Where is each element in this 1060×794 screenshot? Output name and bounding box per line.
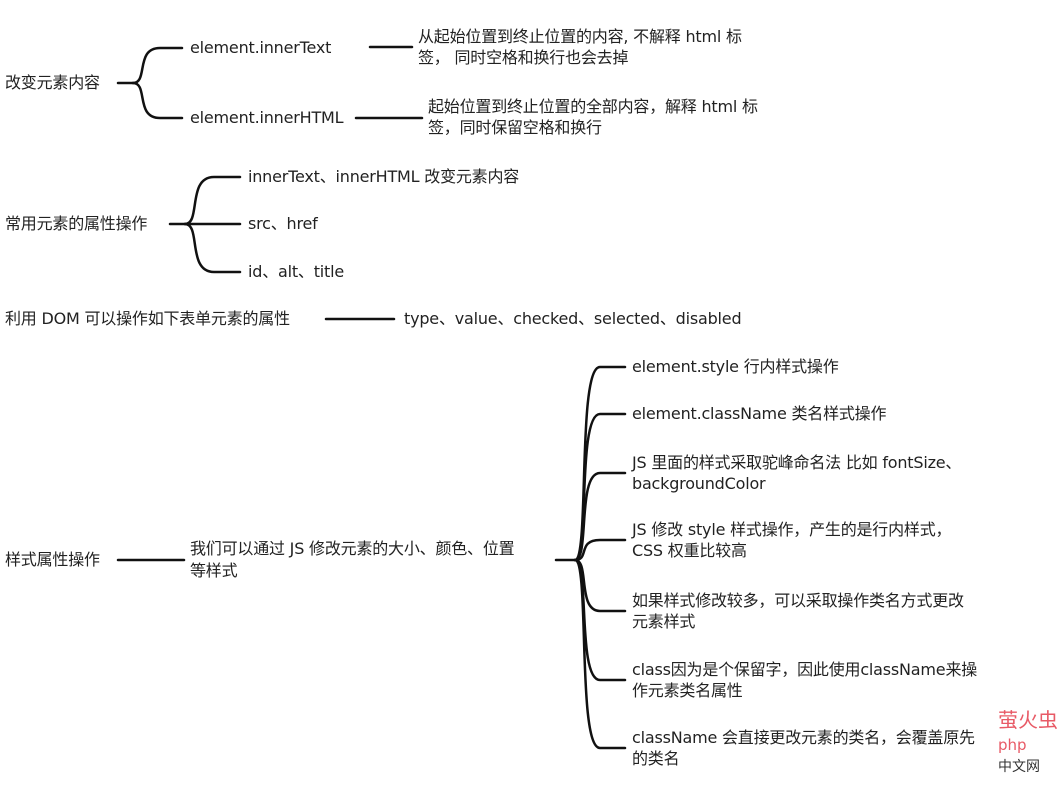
leaf-node: 起始位置到终止位置的全部内容，解释 html 标 (428, 97, 758, 116)
child-node: src、href (248, 214, 318, 233)
leaf-node: element.className 类名样式操作 (632, 404, 887, 423)
leaf-node: JS 里面的样式采取驼峰命名法 比如 fontSize、 (632, 453, 962, 472)
branch-line (183, 175, 242, 226)
root-node: 利用 DOM 可以操作如下表单元素的属性 (5, 309, 290, 328)
branch-line (131, 81, 184, 120)
child-node: element.innerHTML (190, 108, 344, 127)
leaf-node: 的类名 (632, 749, 680, 768)
leaf-node: CSS 权重比较高 (632, 541, 747, 560)
watermark-php: php (998, 736, 1027, 754)
watermark-site: 中文网 (998, 759, 1040, 775)
child-node: innerText、innerHTML 改变元素内容 (248, 167, 520, 186)
leaf-node: JS 修改 style 样式操作，产生的是行内样式， (632, 520, 952, 539)
root-node: 样式属性操作 (5, 550, 100, 569)
leaf-node: 作元素类名属性 (632, 681, 743, 700)
leaf-node: className 会直接更改元素的类名，会覆盖原先 (632, 728, 975, 747)
branch-line (131, 46, 184, 85)
child-node: element.innerText (190, 38, 332, 57)
leaf-node: 元素样式 (632, 612, 696, 631)
leaf-node: class因为是个保留字，因此使用className来操 (632, 660, 978, 679)
branch-line (573, 558, 627, 750)
leaf-node: 签， 同时空格和换行也会去掉 (418, 48, 629, 67)
child-node: id、alt、title (248, 262, 345, 281)
branch-line (183, 222, 242, 274)
middle-node: 我们可以通过 JS 修改元素的大小、颜色、位置 (190, 539, 515, 558)
branch-line (573, 471, 627, 562)
root-node: 常用元素的属性操作 (5, 214, 148, 233)
branch-line (573, 538, 627, 562)
leaf-node: 如果样式修改较多，可以采取操作类名方式更改 (632, 591, 964, 610)
root-node: 改变元素内容 (5, 73, 100, 92)
leaf-node: 从起始位置到终止位置的内容, 不解释 html 标 (418, 27, 742, 46)
leaf-node: backgroundColor (632, 474, 766, 493)
leaf-node: 签，同时保留空格和换行 (428, 118, 602, 137)
middle-node: 等样式 (190, 561, 238, 580)
watermark-logo: 萤火虫 (998, 708, 1058, 732)
child-node: type、value、checked、selected、disabled (404, 309, 742, 328)
leaf-node: element.style 行内样式操作 (632, 357, 839, 376)
